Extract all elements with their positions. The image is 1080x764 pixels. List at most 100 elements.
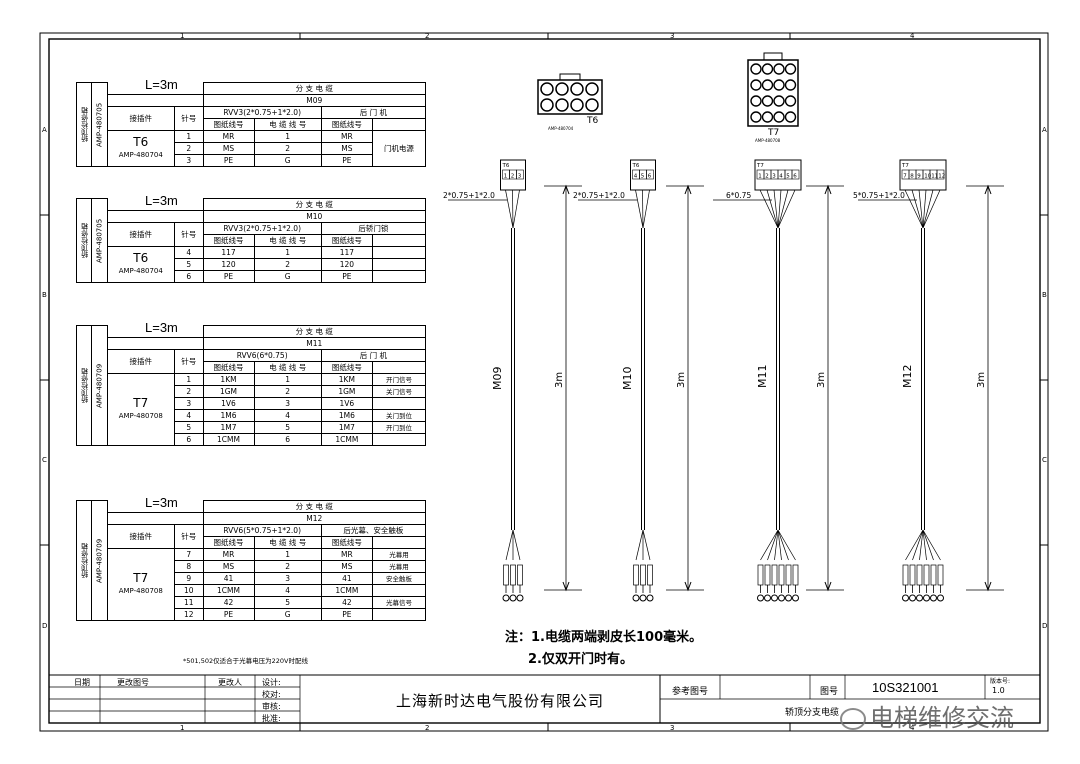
door-label: 后 门 机: [320, 106, 427, 119]
plug-pin-number: 4: [779, 174, 783, 180]
connector-t6-label: T6: [587, 116, 599, 126]
plug-pin-number: 2: [511, 174, 515, 180]
wire-end: [505, 529, 514, 561]
connector-side: AMP-480705: [91, 198, 108, 283]
plug-pin-number: 6: [793, 174, 797, 180]
sub-header: 图纸线号: [202, 234, 255, 247]
ring-terminal: [916, 594, 923, 602]
connector-t6-pin: [570, 82, 584, 96]
wire-no: 42: [202, 596, 255, 609]
connector-t6-pin: [555, 82, 569, 96]
plug-head: [754, 159, 802, 191]
wire-no: PE: [202, 270, 255, 283]
dwg-no: 1GM: [320, 385, 373, 398]
connector-t6-pin: [585, 98, 599, 112]
zone-col-label: 1: [180, 724, 184, 732]
dwg-no: MR: [320, 130, 373, 143]
connector-t7-pin: [773, 111, 785, 123]
cable-spec: RVV3(2*0.75+1*2.0): [202, 222, 322, 235]
dwg-no: 1V6: [320, 397, 373, 410]
ring-terminal: [646, 594, 654, 602]
tb-check: 校对:: [262, 690, 281, 699]
remark: [371, 270, 427, 283]
wire-end: [760, 529, 779, 561]
wire-label-box: [792, 564, 799, 586]
tb-approve: 批准:: [262, 714, 281, 723]
wire-label-box: [785, 564, 792, 586]
zone-col-label: 2: [425, 724, 429, 732]
wire-label-box: [510, 564, 516, 586]
wire-no: MR: [202, 548, 255, 561]
sub-header: 图纸线号: [202, 118, 255, 131]
tb-date: 日期: [74, 678, 90, 687]
wire-end: [777, 529, 782, 561]
cable-code-label: M11: [756, 365, 769, 389]
remark: [371, 397, 427, 410]
dwg-no: 117: [320, 246, 373, 259]
dwg-no: MS: [320, 560, 373, 573]
plug-pin-number: 3: [518, 174, 522, 180]
wire-fan: [777, 189, 789, 229]
ring-terminal: [509, 594, 517, 602]
connector-t7-pin: [784, 111, 797, 123]
sub-header: 图纸线号: [202, 361, 255, 374]
watermark-text: 电梯维修交流: [870, 704, 1014, 732]
pin: 2: [173, 142, 204, 155]
tb-version-label: 版本号:: [990, 678, 1011, 685]
plug-head: [630, 159, 656, 191]
wire-no: 1GM: [202, 385, 255, 398]
cable-code-label: M09: [491, 367, 504, 391]
remark: 光幕用: [371, 548, 427, 561]
cable-spec: RVV6(6*0.75): [202, 349, 322, 362]
plug-pin-number: 4: [634, 174, 638, 180]
wire-fan: [642, 189, 650, 229]
connector-part: AMP-480708: [118, 586, 163, 595]
wire-label-box: [916, 564, 923, 586]
ring-terminal: [778, 594, 785, 602]
sub-header: 电 缆 线 号: [253, 361, 322, 374]
dimension-arrow: [562, 184, 570, 195]
wire-no: 1M6: [202, 409, 255, 422]
wire-fan: [512, 189, 514, 229]
dimension-arrow: [984, 184, 992, 195]
plug-pin-cell: [791, 169, 800, 180]
ring-terminal: [785, 594, 792, 602]
wire-fan: [759, 189, 779, 229]
wire-fan: [777, 189, 782, 229]
connector-t6-pin: [540, 98, 554, 112]
remark: 开门到位: [371, 421, 427, 434]
dimension-arrow: [824, 581, 832, 592]
wire-label-box: [778, 564, 785, 586]
zone-row-label: B: [42, 291, 47, 299]
ring-terminal: [516, 594, 524, 602]
ring-terminal: [902, 594, 909, 602]
connector-side: AMP-480709: [91, 500, 108, 621]
wire-no: 120: [202, 258, 255, 271]
plug-name: T7: [756, 163, 764, 169]
remark: 光幕信号: [371, 596, 427, 609]
pin: 10: [173, 584, 204, 597]
cable-no: 2: [253, 560, 322, 573]
tb-ref-label: 参考图号: [672, 687, 709, 697]
sub-header: 图纸线号: [320, 361, 373, 374]
wire-end: [777, 529, 789, 561]
cable-no: 2: [253, 142, 322, 155]
tb-version: 1.0: [992, 686, 1005, 695]
pin: 3: [173, 154, 204, 167]
dwg-no: PE: [320, 608, 373, 621]
cable-code-label: M10: [621, 367, 634, 391]
connector-part: AMP-480704: [118, 266, 163, 275]
col-pin: 针号: [173, 524, 204, 549]
connector-t7-latch: [763, 52, 783, 61]
connector-name: T7: [133, 570, 149, 585]
wire-end: [777, 529, 796, 561]
cable-no: 1: [253, 373, 322, 386]
plug-pin-number: 5: [641, 174, 645, 180]
connector-t7-label: T7: [768, 128, 780, 138]
